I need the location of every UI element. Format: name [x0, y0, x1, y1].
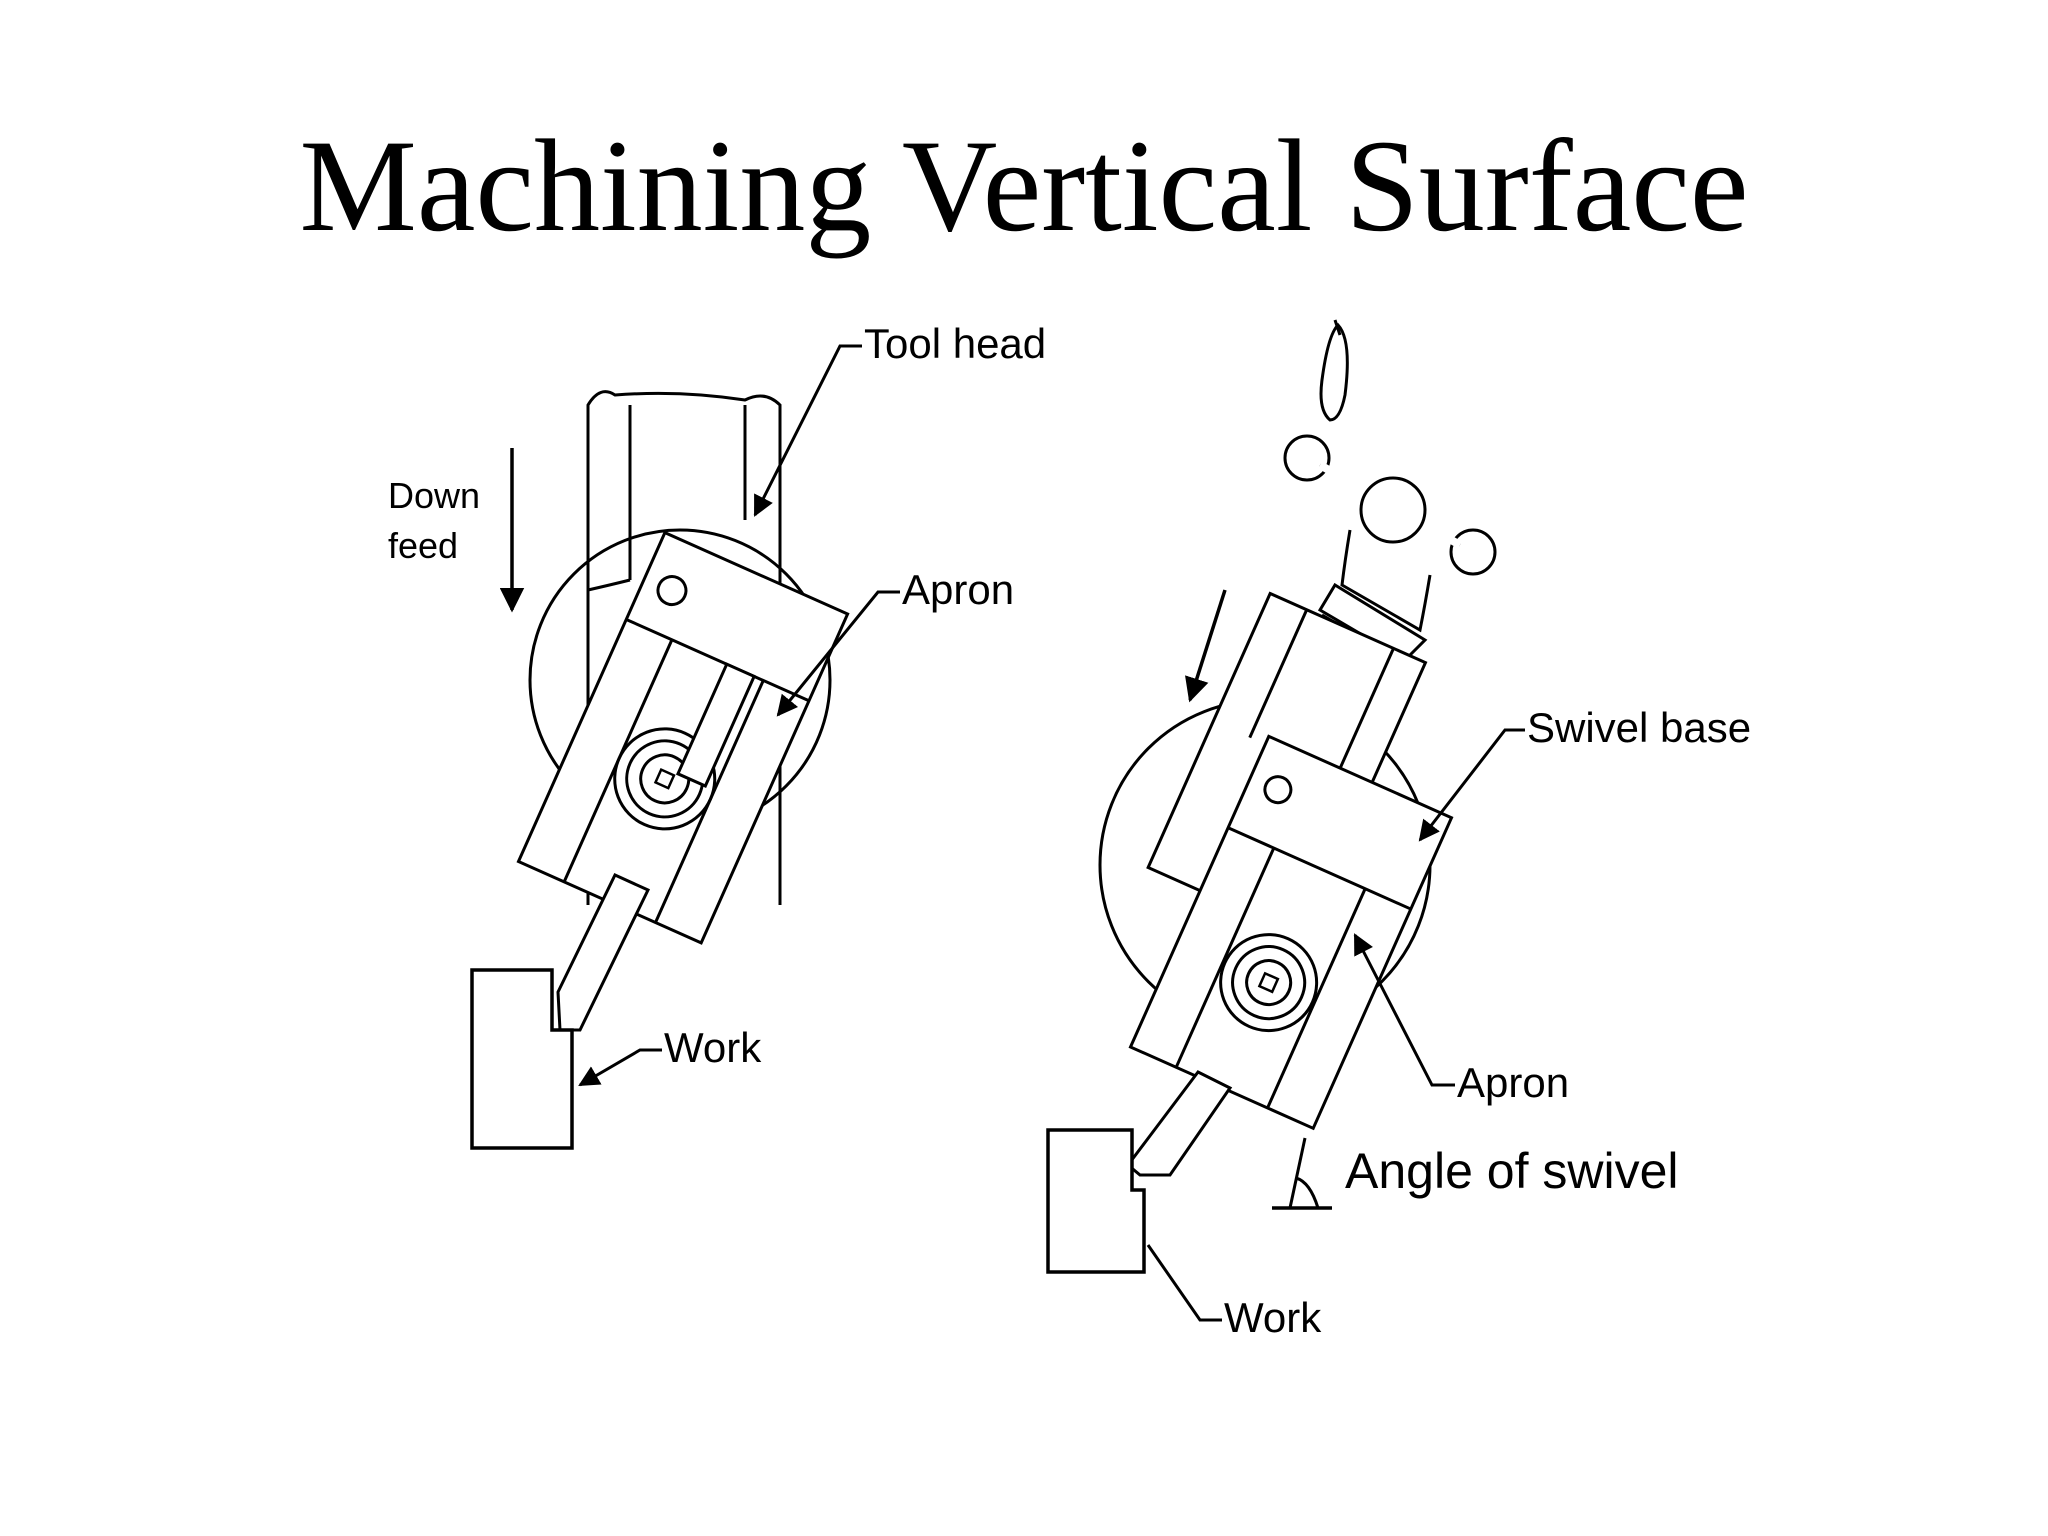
left-apron	[516, 530, 850, 945]
swivel-base-label: Swivel base	[1527, 704, 1751, 751]
inclined-feed-arrow	[1185, 589, 1227, 703]
angle-of-swivel-symbol	[1272, 1137, 1332, 1210]
right-cutting-tool	[1125, 1070, 1233, 1177]
left-apron-leader	[776, 590, 900, 717]
tool-head-leader	[753, 344, 862, 517]
down-feed-label-line2: feed	[388, 525, 458, 566]
swivel-base-leader	[1418, 728, 1525, 842]
left-vertical-slide	[586, 390, 782, 905]
left-work-label: Work	[664, 1024, 762, 1071]
right-apron-label: Apron	[1457, 1059, 1569, 1106]
right-work-leader	[1146, 1244, 1222, 1322]
left-work-piece	[470, 968, 574, 1150]
feed-screw-handle	[1283, 319, 1497, 662]
angle-of-swivel-label: Angle of swivel	[1345, 1143, 1679, 1199]
left-cutting-tool	[556, 873, 651, 1032]
right-work-piece	[1046, 1128, 1146, 1274]
left-apron-label: Apron	[902, 566, 1014, 613]
tool-head-label: Tool head	[864, 320, 1046, 367]
right-work-label: Work	[1224, 1294, 1322, 1341]
slide-title: Machining Vertical Surface	[299, 112, 1749, 259]
right-apron-leader	[1353, 933, 1455, 1087]
right-tool-head-figure	[1046, 319, 1525, 1322]
left-work-leader	[578, 1048, 662, 1087]
left-tool-head-figure	[470, 344, 900, 1150]
right-apron	[1128, 734, 1454, 1131]
down-feed-label-line1: Down	[388, 475, 480, 516]
